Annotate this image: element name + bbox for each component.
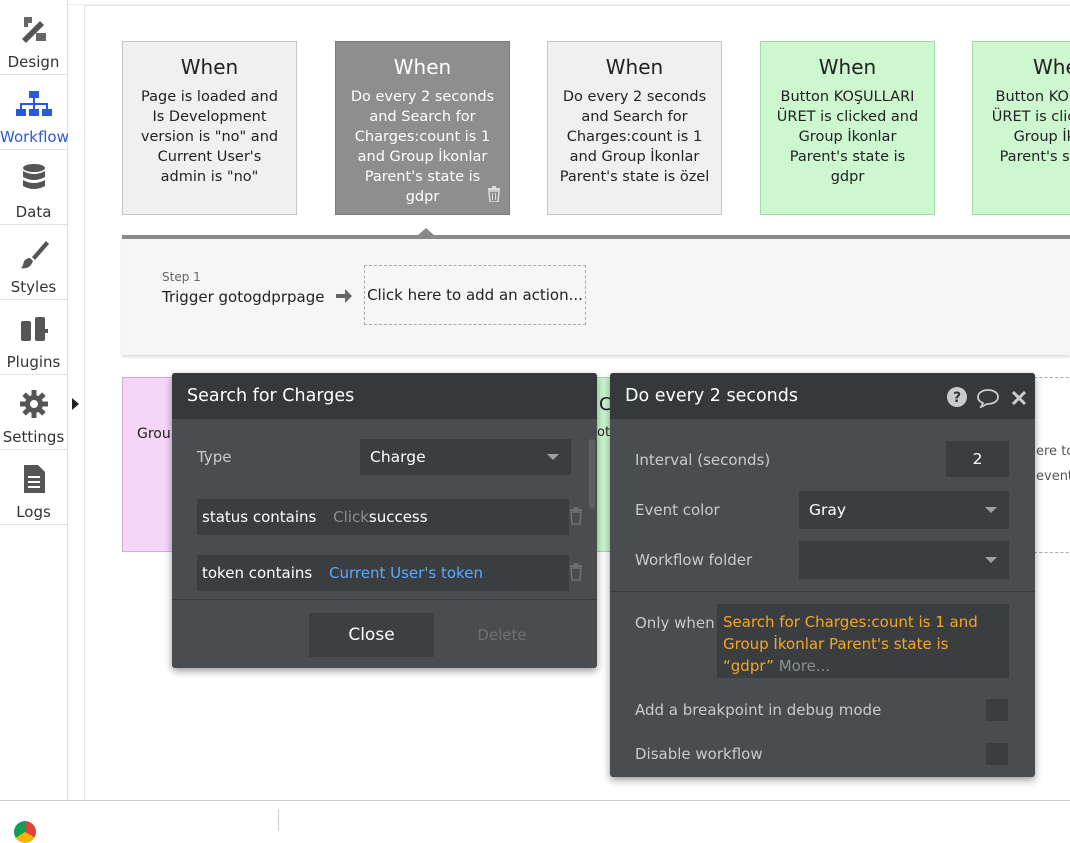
database-icon <box>0 162 67 196</box>
trash-icon[interactable] <box>569 507 583 529</box>
close-icon[interactable] <box>1011 390 1027 410</box>
sidebar-item-label: Data <box>15 203 52 221</box>
sidebar-item-plugins[interactable]: Plugins <box>0 300 67 375</box>
constraint-field: status contains <box>202 508 317 526</box>
chevron-down-icon <box>985 507 997 513</box>
constraint-placeholder: Click <box>333 508 369 526</box>
disable-workflow-label: Disable workflow <box>635 745 763 763</box>
event-description: Do every 2 seconds and Search for Charge… <box>559 89 710 185</box>
sidebar: Design Workflow Data Styles Plugins Sett… <box>0 0 69 800</box>
event-description: Button KOŞULLARI ÜRET is clicked and Gro… <box>776 89 919 185</box>
event-title: When <box>818 55 877 79</box>
trash-icon[interactable] <box>487 186 501 206</box>
workflow-folder-dropdown[interactable] <box>799 541 1009 579</box>
event-color-value: Gray <box>809 501 847 519</box>
interval-label: Interval (seconds) <box>635 451 771 469</box>
design-tools-icon <box>0 12 67 46</box>
event-properties-panel: Do every 2 seconds ? Interval (seconds) … <box>610 373 1035 777</box>
constraint-value[interactable]: success <box>368 508 428 526</box>
divider <box>172 599 597 600</box>
event-card[interactable]: When Do every 2 seconds and Search for C… <box>547 41 722 215</box>
step-number: Step 1 <box>162 270 201 284</box>
event-color-label: Event color <box>635 501 720 519</box>
interval-input[interactable]: 2 <box>946 441 1009 477</box>
svg-text:?: ? <box>953 390 961 406</box>
event-text: event <box>1036 469 1070 484</box>
sidebar-item-data[interactable]: Data <box>0 150 67 225</box>
scrollbar[interactable] <box>589 439 595 509</box>
only-when-expression[interactable]: Search for Charges:count is 1 and Group … <box>717 604 1009 678</box>
search-panel: Search for Charges Type Charge status co… <box>172 373 597 668</box>
event-description: Button KOŞULLARI ÜRET is clicked and Gro… <box>991 89 1070 165</box>
sidebar-item-styles[interactable]: Styles <box>0 225 67 300</box>
breakpoint-label: Add a breakpoint in debug mode <box>635 701 882 719</box>
constraint-row[interactable]: token contains Current User's token <box>197 555 569 591</box>
sidebar-item-label: Design <box>7 53 60 71</box>
paintbrush-icon <box>0 237 67 271</box>
breakpoint-checkbox[interactable] <box>986 699 1008 721</box>
document-icon <box>0 462 67 496</box>
plug-icon <box>0 312 67 346</box>
event-title: When <box>180 55 239 79</box>
event-text: C <box>599 394 612 415</box>
event-card-selected[interactable]: When Do every 2 seconds and Search for C… <box>335 41 510 215</box>
add-event-card[interactable]: ere to event <box>1034 377 1070 553</box>
sidebar-item-label: Styles <box>10 278 57 296</box>
sidebar-item-logs[interactable]: Logs <box>0 450 67 525</box>
sidebar-item-label: Workflow <box>0 128 69 146</box>
type-value: Charge <box>370 448 426 466</box>
event-card[interactable]: When Button KOŞULLARI ÜRET is clicked an… <box>760 41 935 215</box>
event-title: When <box>393 55 452 79</box>
event-card[interactable]: Grou <box>122 377 174 552</box>
event-description: Do every 2 seconds and Search for Charge… <box>350 89 495 205</box>
panel-title: Search for Charges <box>172 373 597 419</box>
delete-button[interactable]: Delete <box>477 626 527 644</box>
type-dropdown[interactable]: Charge <box>360 439 571 475</box>
trash-icon[interactable] <box>569 563 583 585</box>
sidebar-item-label: Settings <box>2 428 65 446</box>
constraint-field: token contains <box>202 564 313 582</box>
only-when-label: Only when <box>635 614 715 632</box>
event-title: When <box>605 55 664 79</box>
event-text: ote <box>597 425 611 440</box>
arrow-right-icon <box>335 287 353 309</box>
event-text: Grou <box>137 426 171 442</box>
disable-workflow-checkbox[interactable] <box>986 743 1008 765</box>
sidebar-item-label: Plugins <box>6 353 61 371</box>
gear-icon <box>0 387 67 421</box>
event-title: When <box>1033 55 1070 79</box>
workflow-tree-icon <box>0 87 67 121</box>
collapse-arrow-icon[interactable] <box>72 398 79 410</box>
workflow-steps: Step 1 Trigger gotogdprpage Click here t… <box>122 235 1070 355</box>
sidebar-item-design[interactable]: Design <box>0 0 67 75</box>
sidebar-item-label: Logs <box>16 503 51 521</box>
selection-notch <box>417 228 435 236</box>
event-description: Page is loaded and Is Development versio… <box>140 89 279 185</box>
constraint-row[interactable]: status contains Clicksuccess <box>197 499 569 535</box>
condition-expression[interactable]: Search for Charges:count is 1 and Group … <box>723 613 978 675</box>
close-button[interactable]: Close <box>309 613 434 657</box>
chevron-down-icon <box>547 454 559 460</box>
more-link[interactable]: More... <box>778 657 831 675</box>
event-card[interactable]: When Button KOŞULLARI ÜRET is clicked an… <box>972 41 1070 215</box>
divider <box>278 809 279 831</box>
comment-icon[interactable] <box>976 388 1000 412</box>
browser-logo-icon <box>14 821 36 843</box>
event-text: ere to <box>1036 444 1070 459</box>
top-edge <box>0 0 1070 5</box>
divider <box>610 591 1035 592</box>
add-action-button[interactable]: Click here to add an action... <box>364 265 586 325</box>
step-action[interactable]: Trigger gotogdprpage <box>162 288 325 306</box>
panel-title: Do every 2 seconds <box>610 373 1035 419</box>
constraint-value[interactable]: Current User's token <box>329 564 483 582</box>
bottom-bar <box>0 800 1070 843</box>
type-label: Type <box>197 448 232 466</box>
sidebar-item-workflow[interactable]: Workflow <box>0 75 69 150</box>
help-icon[interactable]: ? <box>947 387 967 411</box>
sidebar-item-settings[interactable]: Settings <box>0 375 67 450</box>
chevron-down-icon <box>985 557 997 563</box>
event-card[interactable]: When Page is loaded and Is Development v… <box>122 41 297 215</box>
workflow-folder-label: Workflow folder <box>635 551 753 569</box>
event-color-dropdown[interactable]: Gray <box>799 491 1009 529</box>
